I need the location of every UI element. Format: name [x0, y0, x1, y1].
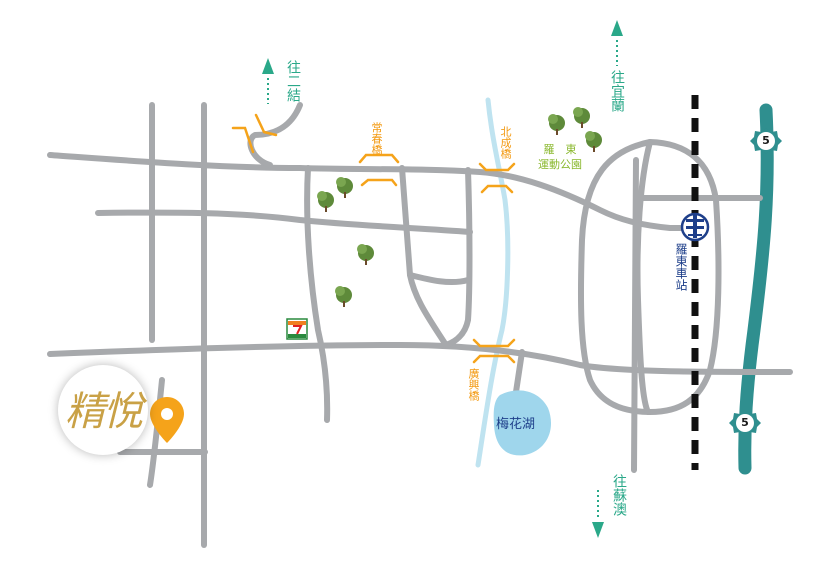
lake-label: 梅花湖: [496, 417, 536, 432]
tree-icon: [317, 107, 602, 307]
railway-station-icon: [680, 212, 710, 242]
brand-logo-text: 精悅: [65, 389, 143, 435]
direction-label-yilan: 往宜蘭: [609, 70, 625, 112]
station-label: 羅東車站: [674, 243, 688, 291]
river: [475, 97, 511, 468]
freeway-number-top: 5: [762, 134, 770, 147]
park-label: 羅 東 運動公園: [530, 143, 590, 173]
freeway-shield-bottom: [729, 410, 761, 436]
location-pin-icon[interactable]: [150, 397, 184, 443]
park-label-line1: 羅 東: [543, 143, 577, 156]
direction-label-erjie: 往二結: [285, 60, 301, 102]
direction-label-suao: 往蘇澳: [611, 474, 627, 516]
direction-arrows: [262, 20, 623, 538]
park-label-line2: 運動公園: [538, 157, 582, 171]
bridge-label-guangxing: 廣興橋: [467, 368, 480, 401]
freeway-shield-top: [750, 128, 782, 154]
bridge-label-beicheng: 北成橋: [499, 126, 512, 159]
bridge-label-changchun: 常春橋: [370, 122, 383, 155]
lake: [493, 390, 552, 456]
road-network: [47, 102, 793, 548]
convenience-store-icon: [286, 318, 308, 340]
bridge-markers: [231, 113, 516, 364]
brand-logo: 精悅: [58, 365, 148, 455]
freeway-number-bottom: 5: [741, 416, 749, 429]
